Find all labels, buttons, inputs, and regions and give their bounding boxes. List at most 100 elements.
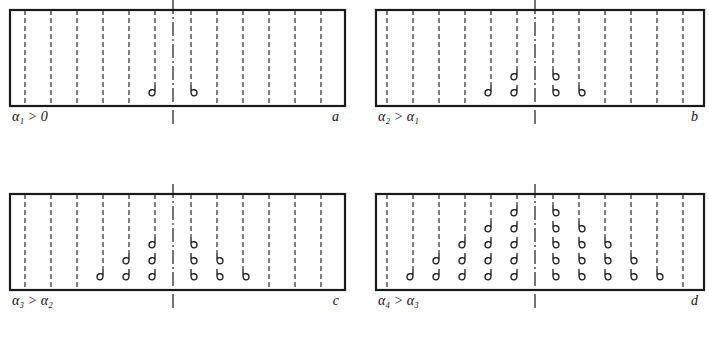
- grain-line: [50, 194, 51, 290]
- kink-hook: [149, 237, 155, 248]
- kink-hook: [191, 237, 197, 248]
- grain-line: [76, 194, 77, 290]
- grain-line: [464, 10, 465, 106]
- grain-line: [294, 10, 295, 106]
- grain-line: [50, 10, 51, 106]
- kink-hook: [217, 269, 223, 280]
- kink-hook: [579, 221, 585, 232]
- kink-hook: [149, 253, 155, 264]
- grain-line: [268, 10, 269, 106]
- kink-hook: [191, 253, 197, 264]
- specimen-outline: [10, 10, 345, 106]
- grain-line: [412, 10, 413, 106]
- kink-hook: [553, 237, 559, 248]
- kink-hook: [243, 269, 249, 280]
- grain-line: [102, 10, 103, 106]
- centre-axis: [534, 184, 535, 308]
- grain-line: [242, 10, 243, 106]
- panel-letter: a: [332, 109, 339, 125]
- grain-line: [320, 194, 321, 290]
- kink-hook: [511, 85, 517, 96]
- centre-axis: [172, 0, 173, 124]
- grain-line: [154, 194, 155, 237]
- grain-line: [190, 194, 191, 237]
- kink-hook: [433, 269, 439, 280]
- grain-line: [24, 194, 25, 290]
- kink-hook: [553, 269, 559, 280]
- grain-line: [386, 10, 387, 106]
- grain-line: [24, 10, 25, 106]
- kink-hook: [605, 269, 611, 280]
- kink-hook: [217, 253, 223, 264]
- kink-hook: [511, 69, 517, 80]
- grain-line: [656, 194, 657, 269]
- kink-hook: [511, 205, 517, 216]
- grain-line: [516, 10, 517, 69]
- specimen-outline: [10, 194, 345, 290]
- kink-hook: [631, 253, 637, 264]
- grain-line: [268, 194, 269, 290]
- kink-hook: [149, 85, 155, 96]
- panel-letter: c: [333, 293, 339, 309]
- kink-hook: [657, 269, 663, 280]
- kink-hook: [485, 85, 491, 96]
- kink-hook: [553, 205, 559, 216]
- grain-line: [578, 10, 579, 85]
- kink-hook: [579, 237, 585, 248]
- kink-hook: [123, 253, 129, 264]
- kink-hook: [191, 85, 197, 96]
- specimen-outline: [376, 194, 704, 290]
- grain-line: [604, 10, 605, 106]
- kink-hook: [511, 269, 517, 280]
- kink-hook: [433, 253, 439, 264]
- grain-line: [294, 194, 295, 290]
- grain-line: [128, 10, 129, 106]
- grain-line: [102, 194, 103, 269]
- panel-letter: b: [691, 109, 698, 125]
- condition-label: α₁ > 0: [12, 109, 48, 125]
- kink-hook: [553, 69, 559, 80]
- kink-hook: [407, 269, 413, 280]
- centre-axis: [534, 0, 535, 124]
- grain-line: [412, 194, 413, 269]
- kink-hook: [459, 237, 465, 248]
- kink-hook: [485, 237, 491, 248]
- condition-label: α₂ > α₁: [378, 109, 419, 125]
- grain-line: [216, 194, 217, 253]
- grain-line: [552, 194, 553, 205]
- grain-line: [386, 194, 387, 290]
- grain-line: [490, 10, 491, 85]
- kink-hook: [459, 269, 465, 280]
- kink-hook: [605, 237, 611, 248]
- panel-letter: d: [691, 293, 698, 309]
- condition-label: α₄ > α₃: [378, 293, 419, 309]
- grain-line: [438, 194, 439, 253]
- panel: [376, 0, 704, 124]
- grain-line: [490, 194, 491, 221]
- grain-line: [190, 10, 191, 85]
- kink-hook: [631, 269, 637, 280]
- grain-line: [464, 194, 465, 237]
- grain-line: [438, 10, 439, 106]
- kink-hook: [553, 253, 559, 264]
- kink-hook: [579, 253, 585, 264]
- kink-hook: [579, 85, 585, 96]
- grain-line: [578, 194, 579, 221]
- kink-hook: [485, 253, 491, 264]
- grain-line: [682, 10, 683, 106]
- grain-line: [216, 10, 217, 106]
- kink-hook: [511, 237, 517, 248]
- panel: [376, 184, 704, 308]
- panel: [10, 0, 345, 124]
- kink-hook: [97, 269, 103, 280]
- grain-line: [630, 194, 631, 253]
- kink-hook: [553, 85, 559, 96]
- kink-hook: [553, 221, 559, 232]
- grain-line: [242, 194, 243, 269]
- grain-line: [128, 194, 129, 253]
- condition-label: α₃ > α₂: [12, 293, 53, 309]
- centre-axis: [172, 184, 173, 308]
- grain-line: [630, 10, 631, 106]
- grain-line: [320, 10, 321, 106]
